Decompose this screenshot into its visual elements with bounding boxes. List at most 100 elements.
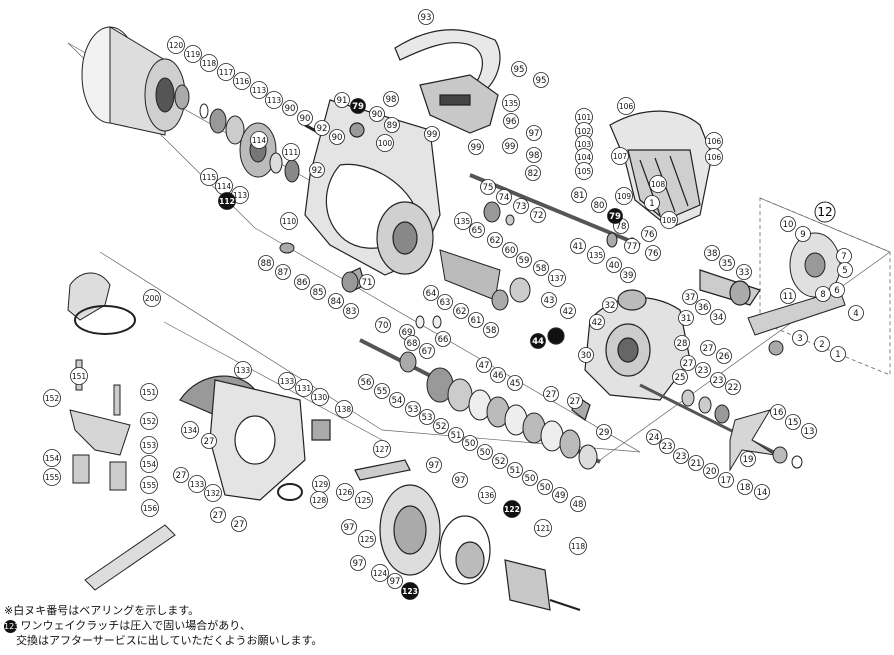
callout-number: 135 bbox=[589, 251, 604, 260]
part-callout: 72 bbox=[530, 207, 546, 223]
callout-number: 50 bbox=[540, 483, 551, 493]
part-callout: 97 bbox=[426, 457, 442, 473]
callout-circle bbox=[369, 106, 385, 122]
part-callout: 92 bbox=[314, 120, 330, 136]
part-callout: 62 bbox=[453, 303, 469, 319]
part-callout: 109 bbox=[660, 211, 678, 229]
callout-number: 87 bbox=[278, 268, 289, 278]
callout-number: 2 bbox=[819, 340, 824, 350]
callout-circle bbox=[343, 303, 359, 319]
part-callout: 51 bbox=[507, 462, 523, 478]
part-callout: 23 bbox=[695, 362, 711, 378]
part-callout: 42 bbox=[589, 314, 605, 330]
callout-number: 128 bbox=[312, 496, 327, 505]
callout-number: 106 bbox=[619, 102, 634, 111]
part-callout: 27 bbox=[210, 507, 226, 523]
part-callout: 70 bbox=[375, 317, 391, 333]
callout-number: 92 bbox=[312, 166, 323, 176]
part-callout: 31 bbox=[678, 310, 694, 326]
callout-number: 113 bbox=[252, 86, 267, 95]
callout-circle bbox=[578, 347, 594, 363]
callout-circle bbox=[201, 433, 217, 449]
part-callout: 20 bbox=[703, 463, 719, 479]
part-callout: 51 bbox=[448, 427, 464, 443]
part-callout: 35 bbox=[719, 255, 735, 271]
callout-circle bbox=[295, 379, 313, 397]
callout-number: 100 bbox=[378, 139, 393, 148]
callout-circle bbox=[373, 440, 391, 458]
rear-cover-drawing bbox=[609, 110, 713, 229]
callout-number: 67 bbox=[422, 347, 433, 357]
part-callout: 62 bbox=[487, 232, 503, 248]
part-callout: 137 bbox=[548, 269, 566, 287]
callout-circle bbox=[423, 285, 439, 301]
callout-circle bbox=[483, 322, 499, 338]
callout-circle bbox=[571, 187, 587, 203]
bearing-callout: 79 bbox=[350, 98, 366, 114]
part-callout: 113 bbox=[250, 81, 268, 99]
part-callout: 67 bbox=[419, 343, 435, 359]
callout-number: 106 bbox=[707, 153, 722, 162]
callout-circle bbox=[140, 455, 158, 473]
callout-circle bbox=[218, 192, 236, 210]
callout-circle bbox=[815, 286, 831, 302]
callout-circle bbox=[404, 335, 420, 351]
callout-circle bbox=[210, 507, 226, 523]
callout-circle bbox=[405, 401, 421, 417]
callout-number: 90 bbox=[332, 133, 343, 143]
callout-number: 76 bbox=[648, 249, 659, 259]
part-callout: 53 bbox=[405, 401, 421, 417]
part-callout: 108 bbox=[649, 175, 667, 193]
callout-circle bbox=[611, 147, 629, 165]
callout-circle bbox=[468, 312, 484, 328]
callout-circle bbox=[311, 388, 329, 406]
callout-number: 97 bbox=[344, 523, 355, 533]
callout-circle bbox=[516, 252, 532, 268]
callout-circle bbox=[143, 289, 161, 307]
part-callout: 135 bbox=[454, 212, 472, 230]
callout-circle bbox=[419, 343, 435, 359]
callout-number: 29 bbox=[599, 428, 610, 438]
callout-number: 21 bbox=[691, 459, 702, 469]
part-callout: 5 bbox=[837, 262, 853, 278]
part-callout: 97 bbox=[387, 573, 403, 589]
part-callout: 27 bbox=[543, 386, 559, 402]
callout-circle bbox=[534, 519, 552, 537]
callout-circle bbox=[678, 310, 694, 326]
note-bearing-legend: ※白ヌキ番号はベアリングを示します。 bbox=[4, 604, 199, 617]
part-callout: 29 bbox=[596, 424, 612, 440]
callout-number: 50 bbox=[480, 448, 491, 458]
callout-circle bbox=[705, 148, 723, 166]
callout-circle bbox=[424, 126, 440, 142]
callout-number: 11 bbox=[783, 292, 794, 302]
part-callout: 125 bbox=[355, 491, 373, 509]
callout-number: 17 bbox=[721, 476, 732, 486]
part-callout: 82 bbox=[525, 165, 541, 181]
callout-circle bbox=[426, 457, 442, 473]
note-line-2: ワンウェイクラッチは圧入で固い場合があり、 bbox=[20, 619, 251, 632]
callout-number: 118 bbox=[571, 542, 586, 551]
part-callout: 8 bbox=[815, 286, 831, 302]
spool-drawing bbox=[81, 26, 351, 254]
part-callout: 52 bbox=[492, 453, 508, 469]
part-callout: 65 bbox=[469, 222, 485, 238]
callout-number: 154 bbox=[142, 460, 157, 469]
callout-circle bbox=[310, 491, 328, 509]
callout-circle bbox=[780, 216, 796, 232]
callout-circle bbox=[596, 424, 612, 440]
callout-circle bbox=[234, 361, 252, 379]
callout-circle bbox=[328, 293, 344, 309]
callout-circle bbox=[278, 372, 296, 390]
callout-number: 39 bbox=[623, 271, 634, 281]
callout-circle bbox=[341, 519, 357, 535]
part-callout: 155 bbox=[140, 476, 158, 494]
part-callout: 81 bbox=[571, 187, 587, 203]
callout-circle bbox=[181, 421, 199, 439]
part-callout: 76 bbox=[641, 226, 657, 242]
callout-circle bbox=[537, 479, 553, 495]
callout-circle bbox=[792, 330, 808, 346]
callout-number: 61 bbox=[471, 316, 482, 326]
part-callout: 114 bbox=[250, 131, 268, 149]
callout-circle bbox=[837, 262, 853, 278]
